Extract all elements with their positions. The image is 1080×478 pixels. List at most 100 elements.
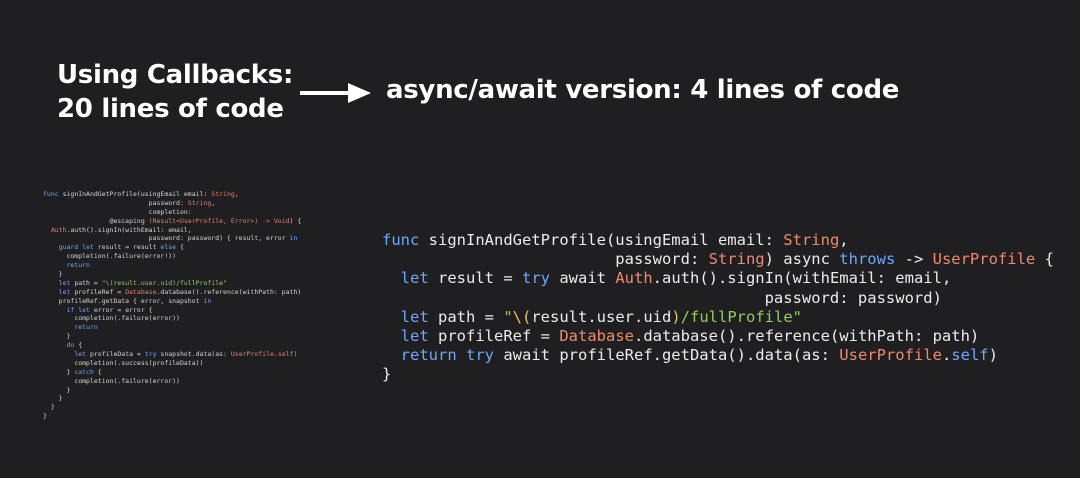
async-code-line: password: password) [382, 289, 1054, 308]
callback-code-token: } [43, 412, 47, 421]
callback-code-line: } [43, 394, 301, 403]
callback-code-token: profileData = [89, 350, 145, 359]
async-code-token: result = [438, 269, 522, 288]
async-code-token [382, 308, 401, 326]
async-heading: async/await version: 4 lines of code [386, 75, 900, 105]
callback-code-token: completion(.failure(error)) [43, 314, 180, 323]
callback-code-token: } [43, 270, 63, 279]
callback-code-token: in [203, 296, 212, 305]
callback-code-token: Database [125, 287, 157, 296]
callback-code-token [43, 226, 51, 234]
async-code-token: path = [438, 307, 504, 326]
async-code-line: let profileRef = Database.database().ref… [382, 327, 1054, 346]
async-code-line: } [382, 365, 1054, 384]
async-code-token: result.user.uid [531, 307, 672, 326]
async-code-token: profileRef.getData().data(as: [559, 346, 840, 365]
async-code-line: password: String) async throws -> UserPr… [382, 250, 1054, 269]
async-code-token: try [466, 346, 504, 365]
async-code-block: func signInAndGetProfile(usingEmail emai… [382, 231, 1054, 385]
callback-code-token: , [234, 190, 239, 198]
callback-code-token: catch [74, 367, 98, 376]
async-code-token [382, 269, 401, 287]
callback-code-line: func signInAndGetProfile(usingEmail emai… [43, 190, 301, 199]
async-code-token: throws [839, 250, 905, 269]
callback-code-token: } [43, 385, 71, 394]
callback-code-token: completion(.failure(error)) [43, 376, 180, 385]
callback-code-token: else [160, 243, 180, 252]
callback-code-line: completion(.failure(error)) [43, 377, 301, 386]
callback-code-token: let [58, 278, 75, 287]
async-code-token: UserProfile [839, 346, 942, 365]
async-code-token: ) async [764, 250, 840, 269]
callback-code-token: snapshot.data(as: [160, 350, 231, 359]
callback-code-line: completion(.success(profileData)) [43, 359, 301, 368]
callback-code-token: result = result [97, 243, 161, 252]
async-code-token [382, 346, 401, 364]
callback-code-token: return [66, 261, 90, 270]
callback-code-token [43, 279, 59, 287]
callback-code-token: func [43, 190, 63, 198]
callback-code-line: } [43, 412, 301, 421]
async-code-token: " [503, 307, 513, 326]
callback-code-line: } [43, 270, 301, 279]
callback-code-line: } [43, 386, 301, 395]
async-code-token: : [764, 231, 784, 249]
async-code-line: let path = "\(result.user.uid)/fullProfi… [382, 308, 1054, 327]
async-code-token: password [382, 250, 690, 269]
async-code-line: return try await profileRef.getData().da… [382, 346, 1054, 365]
async-code-token: await [503, 346, 560, 365]
callback-code-line: password: String, [43, 199, 301, 208]
callback-code-token: password [43, 198, 180, 207]
async-code-token: let [400, 269, 438, 288]
async-code-token: signInAndGetProfile(usingEmail email [428, 231, 765, 249]
callback-code-line: if let error = error { [43, 306, 301, 315]
callback-code-line: @escaping (Result<UserProfile, Error>) -… [43, 216, 302, 226]
callback-code-token [43, 341, 66, 349]
callback-code-line: return [43, 261, 301, 270]
callback-code-token: signInAndGetProfile(usingEmail email [62, 190, 204, 198]
callback-code-token: String [187, 198, 212, 207]
callback-code-token: } [43, 367, 75, 376]
callback-code-token: profileRef.getData { error, snapshot [43, 296, 204, 305]
async-code-token: await [559, 269, 616, 288]
callback-code-token: password: password) { result, error [43, 234, 290, 243]
callback-code-block: func signInAndGetProfile(usingEmail emai… [43, 190, 301, 421]
callback-code-token [43, 243, 59, 251]
callback-code-token: let [58, 287, 75, 296]
async-code-token: .auth().signIn(withEmail: email, [652, 269, 952, 288]
callback-code-line: } [43, 332, 301, 341]
async-code-token: ) [671, 307, 681, 326]
async-code-token: } [382, 365, 392, 384]
callback-code-token: profileRef = [74, 287, 126, 296]
callback-code-token: guard let [58, 243, 98, 252]
callback-code-line: profileRef.getData { error, snapshot in [43, 297, 301, 306]
async-code-token: /fullProfile" [680, 307, 802, 326]
async-code-token: { [1035, 250, 1054, 269]
async-code-token: let [400, 307, 438, 326]
arrow-right-icon [300, 83, 371, 103]
callback-code-token: completion(.failure(error!)) [43, 252, 177, 261]
async-code-token: try [522, 269, 560, 288]
callback-code-line: password: password) { result, error in [43, 234, 301, 243]
callback-code-line: completion: [43, 208, 301, 217]
callback-code-line: Auth.auth().signIn(withEmail: email, [43, 226, 301, 235]
callback-code-line: } [43, 403, 301, 412]
async-code-token: return [400, 346, 466, 365]
callback-code-line: } catch { [43, 368, 301, 377]
callback-code-token: } [43, 403, 55, 412]
async-code-token: profileRef = [438, 326, 560, 345]
callback-code-line: return [43, 323, 301, 332]
callback-code-token: in [289, 234, 298, 243]
callback-code-token [43, 261, 66, 269]
async-code-token: let [400, 326, 438, 345]
async-code-token: func [382, 231, 429, 249]
callback-code-line: completion(.failure(error)) [43, 314, 301, 323]
callback-code-line: let profileData = try snapshot.data(as: … [43, 350, 301, 359]
callback-code-token: { [97, 367, 102, 376]
callback-code-token: (Result<UserProfile, Error>) -> Void [148, 216, 290, 225]
async-code-line: let result = try await Auth.auth().signI… [382, 269, 1054, 288]
async-code-token: -> [904, 250, 933, 269]
callback-code-line: guard let result = result else { [43, 243, 301, 252]
callback-code-token [43, 288, 59, 296]
callback-code-token: { [78, 341, 83, 350]
